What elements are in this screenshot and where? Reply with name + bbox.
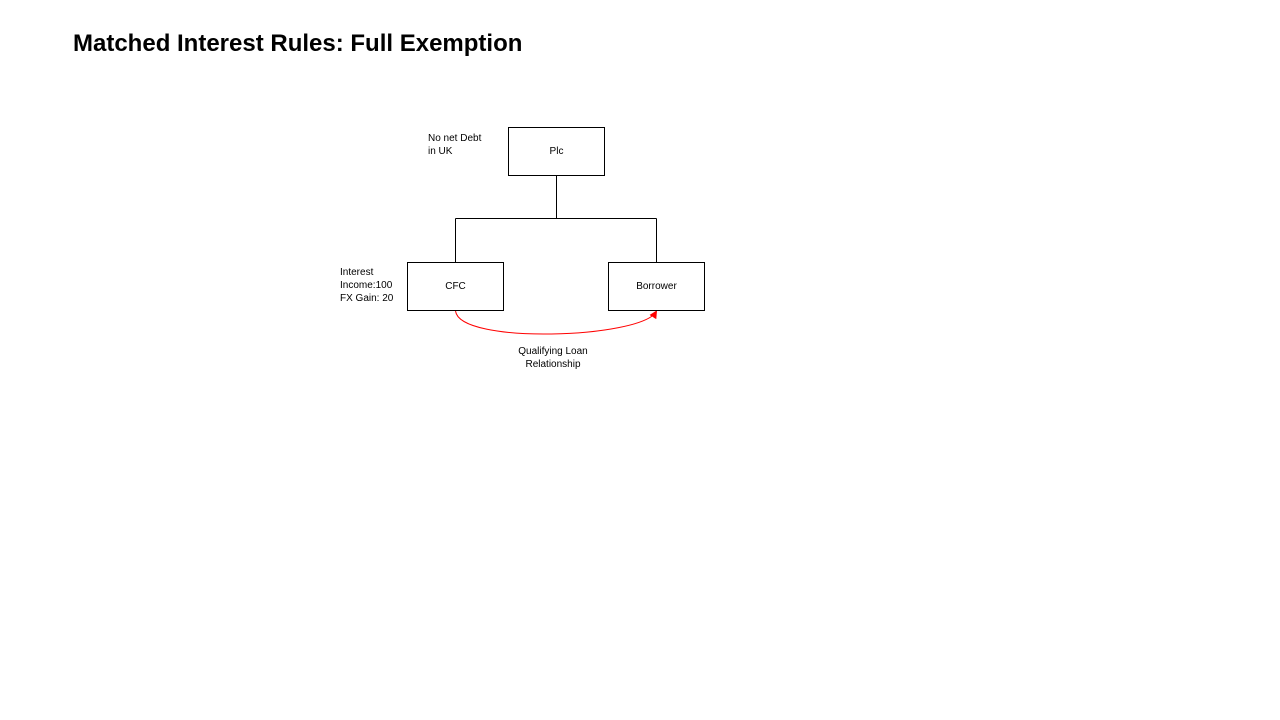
cfc-note-line: Income:100 — [340, 280, 393, 291]
cfc-box: CFC — [407, 262, 504, 311]
loan-label-line: Relationship — [525, 359, 581, 370]
cfc-note-line: FX Gain: 20 — [340, 293, 394, 304]
loan-label-line: Qualifying Loan — [518, 346, 588, 357]
loan-arrow — [455, 310, 658, 335]
loan-label: Qualifying Loan Relationship — [493, 345, 613, 371]
cfc-label: CFC — [445, 281, 466, 292]
slide-title: Matched Interest Rules: Full Exemption — [73, 30, 523, 57]
borrower-label: Borrower — [636, 281, 677, 292]
plc-note-line: in UK — [428, 146, 453, 157]
plc-note-line: No net Debt — [428, 133, 482, 144]
plc-label: Plc — [549, 146, 564, 157]
borrower-box: Borrower — [608, 262, 705, 311]
cfc-note-line: Interest — [340, 267, 374, 278]
plc-box: Plc — [508, 127, 605, 176]
plc-note: No net Debt in UK — [428, 132, 481, 158]
cfc-note: Interest Income:100 FX Gain: 20 — [340, 266, 393, 305]
